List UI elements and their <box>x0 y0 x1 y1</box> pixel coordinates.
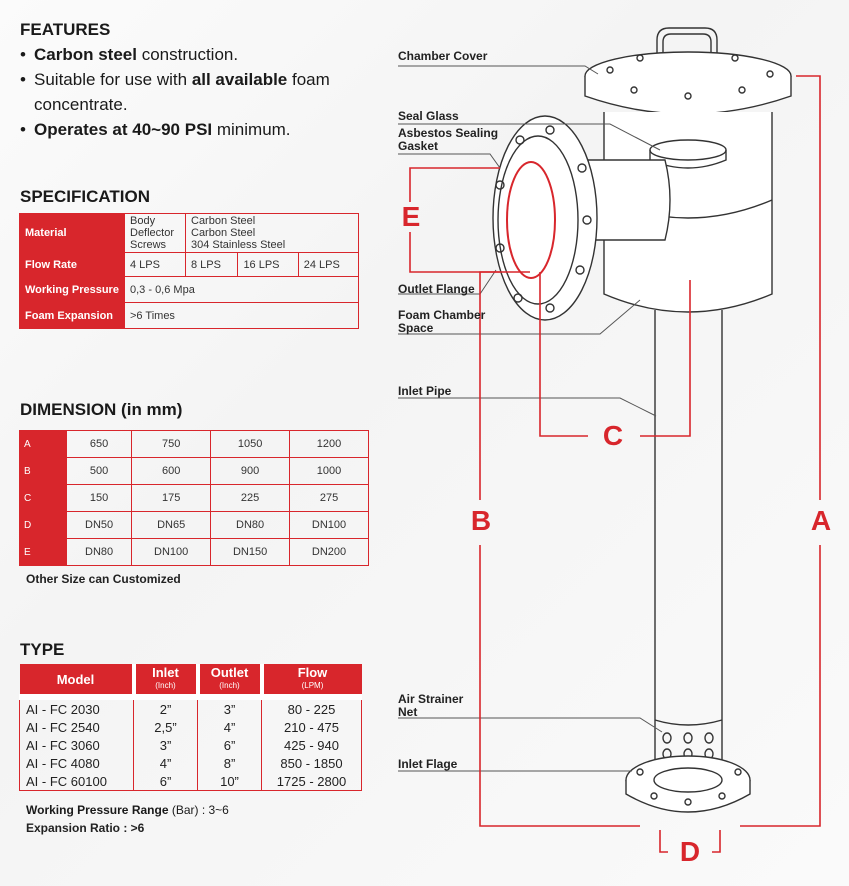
features-list: • Carbon steel construction. • Suitable … <box>20 42 340 142</box>
label-outlet-flange: Outlet Flange <box>398 282 475 296</box>
label-gasket: Gasket <box>398 139 439 153</box>
spec-label: Foam Expansion <box>19 302 125 329</box>
feature-bold: all available <box>191 70 288 89</box>
type-heading: TYPE <box>20 640 65 659</box>
dimension-value: 1000 <box>289 457 369 485</box>
lifting-handle <box>656 27 718 84</box>
type-header-inlet: Inlet(Inch) <box>131 664 198 697</box>
feature-bold: Carbon steel <box>34 45 137 64</box>
specification-heading: SPECIFICATION <box>20 187 151 206</box>
dimension-value: DN100 <box>131 538 212 566</box>
dimension-marker-b: B <box>470 505 492 536</box>
seal-glass <box>649 139 727 161</box>
dimension-heading: DIMENSION (in mm) <box>20 400 183 419</box>
dimension-marker-c: C <box>602 420 624 451</box>
feature-bold: Operates at 40~90 PSI <box>34 120 213 139</box>
label-seal-glass: Seal Glass <box>398 109 459 123</box>
dimension-value: DN80 <box>65 538 133 566</box>
feature-item: • Operates at 40~90 PSI minimum. <box>20 120 291 139</box>
dimension-label: D <box>19 511 67 539</box>
dimension-value: DN100 <box>289 511 369 539</box>
dimension-marker-a: A <box>810 505 832 536</box>
dimension-lines <box>409 75 821 853</box>
label-space: Space <box>398 321 434 335</box>
spec-label: Working Pressure <box>19 276 125 303</box>
expansion-ratio-note: Expansion Ratio : >6 <box>26 821 145 835</box>
inlet-pipe <box>654 310 723 780</box>
type-header-row: Model Inlet(Inch) Outlet(Inch) Flow(LPM) <box>19 664 362 697</box>
features-heading: FEATURES <box>20 20 111 39</box>
spec-value: 304 Stainless Steel <box>191 239 286 251</box>
feature-item: • Carbon steel construction. <box>20 45 239 64</box>
spec-value: Carbon Steel <box>191 227 256 239</box>
type-header-model: Model <box>19 664 134 697</box>
dimension-note: Other Size can Customized <box>26 572 181 586</box>
spec-part: Body <box>130 215 156 227</box>
dimension-label: A <box>19 430 67 458</box>
feature-item: • Suitable for use with all available fo… <box>20 70 330 114</box>
dimension-marker-d: D <box>679 836 701 867</box>
dimension-value: DN65 <box>131 511 212 539</box>
dimension-marker-e: E <box>401 201 421 232</box>
pressure-range-note: Working Pressure Range (Bar) : 3~6 <box>26 803 229 817</box>
spec-row-foam-expansion: Foam Expansion >6 Times <box>19 302 359 329</box>
label-foam-chamber: Foam Chamber <box>398 308 486 322</box>
label-chamber-cover: Chamber Cover <box>398 49 488 63</box>
dimension-value: DN200 <box>289 538 369 566</box>
dimension-value: 750 <box>131 430 212 458</box>
feature-text: minimum. <box>212 120 291 139</box>
feature-text: foam concentrate. <box>34 70 330 114</box>
feature-text: Suitable for use with <box>34 70 192 89</box>
type-header-outlet: Outlet(Inch) <box>195 664 262 697</box>
dimension-value: 600 <box>131 457 212 485</box>
label-air-strainer: Air Strainer <box>398 692 464 706</box>
dimension-value: 1050 <box>210 430 291 458</box>
feature-text: construction. <box>136 45 239 64</box>
dimension-value: 1200 <box>289 430 369 458</box>
label-inlet-flage: Inlet Flage <box>398 757 458 771</box>
spec-value: 4 LPS <box>124 252 186 277</box>
label-inlet-pipe: Inlet Pipe <box>398 384 452 398</box>
spec-part: Deflector <box>130 227 175 239</box>
spec-value: Carbon Steel <box>191 215 256 227</box>
spec-row-working-pressure: Working Pressure 0,3 - 0,6 Mpa <box>19 276 359 303</box>
type-header-flow: Flow(LPM) <box>259 664 362 697</box>
type-table: Model Inlet(Inch) Outlet(Inch) Flow(LPM)… <box>19 664 362 791</box>
dimension-value: 150 <box>65 484 133 512</box>
spec-part: Screws <box>130 239 167 251</box>
spec-label: Flow Rate <box>19 252 125 277</box>
label-asbestos-sealing: Asbestos Sealing <box>398 126 499 140</box>
spec-value: 0,3 - 0,6 Mpa <box>124 276 359 303</box>
dimension-value: DN50 <box>65 511 133 539</box>
dimension-value: 275 <box>289 484 369 512</box>
label-net: Net <box>398 705 418 719</box>
dimension-label: E <box>19 538 67 566</box>
spec-value: >6 Times <box>124 302 359 329</box>
spec-value: 24 LPS <box>297 252 360 277</box>
